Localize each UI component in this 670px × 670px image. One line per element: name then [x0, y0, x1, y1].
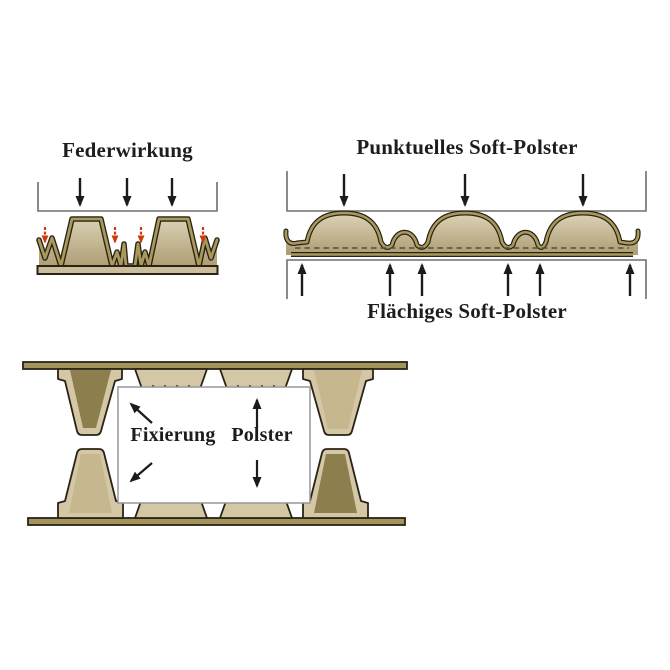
cone-bottom-right-core	[314, 454, 357, 513]
rebound-arrows	[41, 227, 207, 244]
load-arrows	[75, 178, 177, 207]
fixierung-label: Fixierung	[130, 424, 216, 446]
cone-bottom-left-core	[69, 454, 112, 513]
punktuelles-label: Punktuelles Soft-Polster	[356, 135, 578, 159]
base-sheet	[36, 265, 219, 275]
bottom-board	[27, 517, 406, 526]
top-plate-bracket	[286, 171, 647, 212]
soft-cushion-diagram	[283, 171, 647, 299]
bottom-plate-bracket	[286, 259, 647, 299]
polster-label: Polster	[231, 424, 293, 446]
top-board	[22, 361, 408, 370]
press-arrows	[339, 174, 588, 207]
fixierung-arrows	[129, 402, 153, 483]
package-diagram	[22, 361, 408, 526]
up-left-arrow-icon	[129, 402, 153, 424]
federwirkung-label: Federwirkung	[62, 138, 193, 162]
cone-top-left-core	[70, 370, 111, 428]
product-box	[117, 386, 311, 504]
top-tray	[22, 361, 408, 436]
reaction-arrows	[297, 263, 635, 296]
down-left-arrow-icon	[129, 462, 153, 483]
flaechiges-label: Flächiges Soft-Polster	[367, 299, 567, 323]
spring-profile	[36, 216, 220, 275]
cone-top-right-core	[314, 370, 362, 429]
spring-diagram	[36, 178, 220, 275]
press-plate-bracket	[37, 182, 218, 212]
dome-profile	[283, 210, 641, 257]
